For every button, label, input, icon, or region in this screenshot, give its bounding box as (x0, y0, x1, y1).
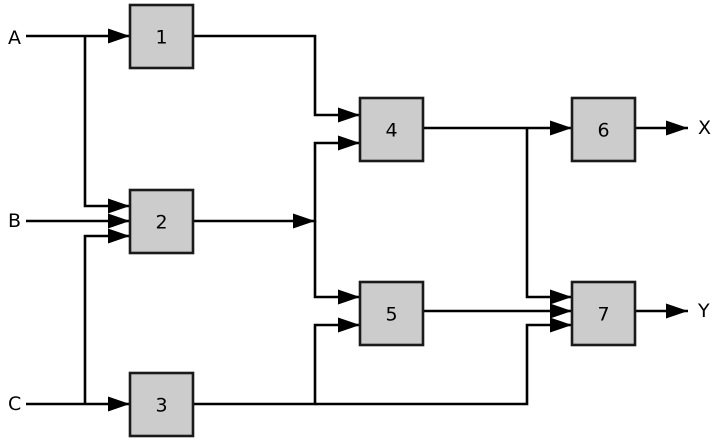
wire-2-to-4 (193, 141, 360, 223)
arrow-into-7-top (550, 289, 572, 305)
arrow-into-7-mid (550, 303, 572, 319)
output-x-label: X (698, 117, 711, 139)
arrowhead-layer (108, 28, 688, 412)
arrow-into-1 (108, 28, 130, 44)
block-1-rect (128, 3, 195, 70)
block-4-rect (358, 96, 425, 163)
block-7[interactable]: 7 (570, 280, 637, 347)
arrow-into-7-bot (550, 317, 572, 333)
input-a-label: A (8, 27, 21, 49)
block-3[interactable]: 3 (128, 371, 195, 438)
arrow-into-2-top (108, 198, 130, 214)
wire-3-to-5 (193, 323, 360, 406)
block-2-rect (128, 188, 195, 255)
block-2[interactable]: 2 (128, 188, 195, 255)
arrow-split-2-out (293, 213, 315, 229)
block-3-rect (128, 371, 195, 438)
arrow-into-3 (108, 396, 130, 412)
block-4-label: 4 (385, 120, 397, 142)
wire-4-to-7 (525, 128, 572, 299)
arrow-out-x (666, 120, 688, 136)
arrow-into-2-bot (108, 228, 130, 244)
block-3-label: 3 (155, 395, 167, 417)
block-layer: 1 2 3 4 5 6 7 (128, 3, 637, 438)
block-6[interactable]: 6 (570, 96, 637, 163)
block-6-rect (570, 96, 637, 163)
arrow-into-6 (550, 120, 572, 136)
block-6-label: 6 (597, 120, 609, 142)
output-y-label: Y (697, 300, 710, 322)
block-1[interactable]: 1 (128, 3, 195, 70)
block-2-label: 2 (155, 212, 167, 234)
wire-1-to-4 (193, 34, 360, 117)
block-7-label: 7 (597, 304, 609, 326)
io-label-layer: A B C X Y (8, 27, 711, 415)
arrow-into-4-top (338, 107, 360, 123)
block-5-label: 5 (385, 304, 397, 326)
arrow-into-2-mid (108, 213, 130, 229)
input-b-label: B (8, 210, 21, 232)
wire-a-to-2 (83, 36, 130, 208)
wire-3-to-7 (315, 323, 572, 406)
block-4[interactable]: 4 (358, 96, 425, 163)
wire-2-to-5 (313, 221, 360, 299)
input-c-label: C (8, 393, 21, 415)
arrow-out-y (666, 303, 688, 319)
block-5-rect (358, 280, 425, 347)
block-1-label: 1 (155, 27, 167, 49)
arrow-into-4-bot (338, 135, 360, 151)
arrow-into-5-bot (338, 317, 360, 333)
arrow-into-5-top (338, 289, 360, 305)
wire-c-to-2 (83, 234, 130, 404)
block-7-rect (570, 280, 637, 347)
block-5[interactable]: 5 (358, 280, 425, 347)
